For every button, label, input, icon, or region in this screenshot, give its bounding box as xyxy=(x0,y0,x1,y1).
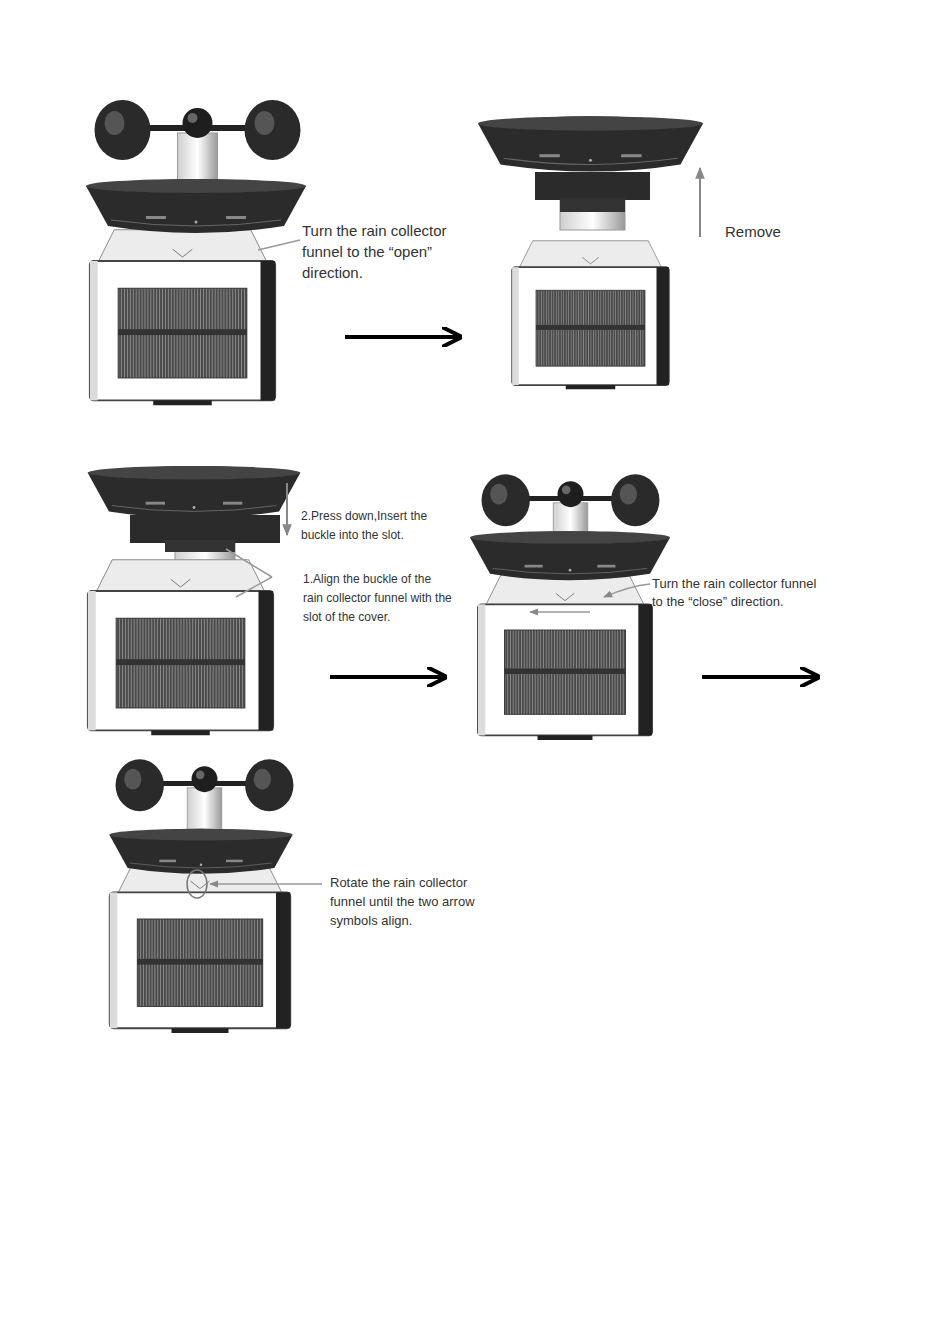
instruction-text: Rotate the rain collector funnel until t… xyxy=(330,873,505,930)
instruction-text: Turn the rain collector funnel to the “c… xyxy=(652,575,822,611)
weather-station xyxy=(88,466,301,735)
step-arrow xyxy=(330,675,445,679)
instruction-text: 2.Press down,Insert the buckle into the … xyxy=(301,507,451,545)
weather-station xyxy=(109,759,293,1033)
instruction-text: 1.Align the buckle of the rain collector… xyxy=(303,570,453,627)
step-arrow xyxy=(345,335,460,339)
instruction-text: Remove xyxy=(725,221,815,242)
leader-line xyxy=(210,883,322,885)
weather-station xyxy=(478,116,703,389)
highlight-circle xyxy=(187,870,207,898)
turn-arrow xyxy=(530,611,590,613)
step-arrow xyxy=(702,675,818,679)
instruction-text: Turn the rain collector funnel to the “o… xyxy=(302,220,477,283)
press-arrow xyxy=(286,483,288,535)
weather-station xyxy=(86,100,306,405)
turn-arrow xyxy=(604,584,650,597)
leader-line xyxy=(226,549,272,597)
weather-station xyxy=(470,474,670,740)
lift-arrow xyxy=(699,168,701,237)
leader-line xyxy=(258,240,300,250)
